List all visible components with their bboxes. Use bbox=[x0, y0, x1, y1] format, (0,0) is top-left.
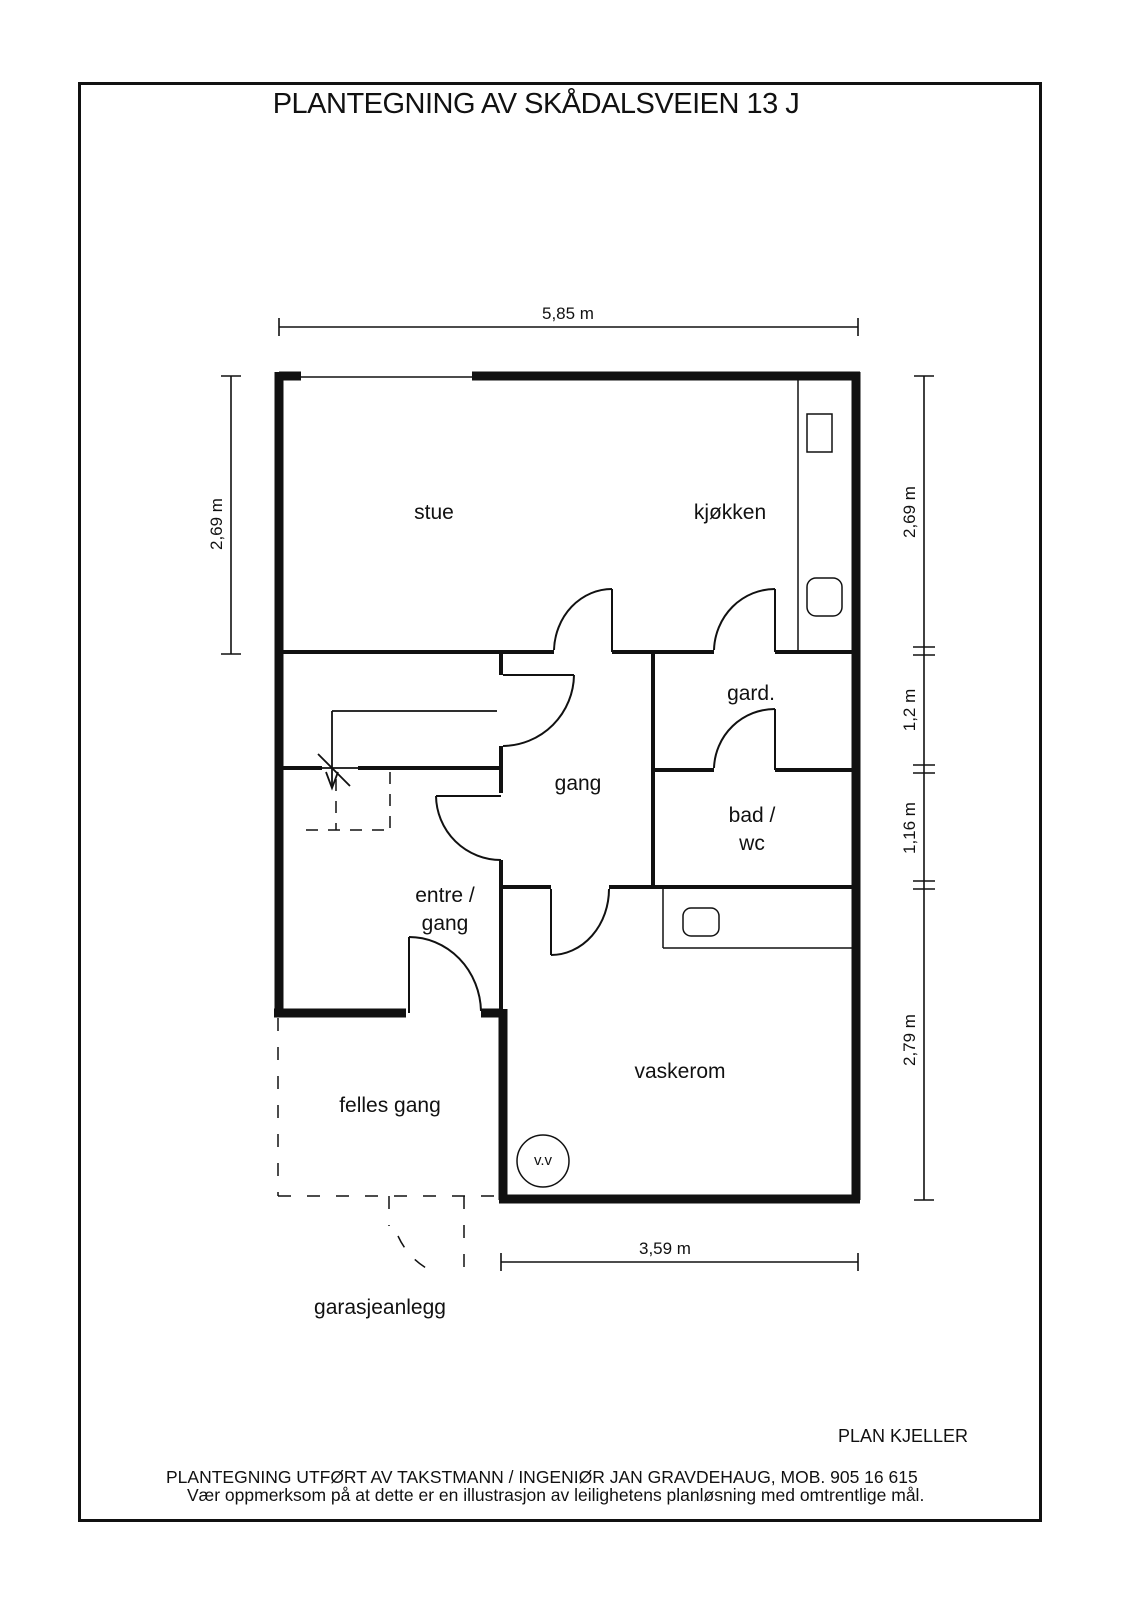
room-label-stue: stue bbox=[414, 501, 454, 524]
room-label-bad-line2: wc bbox=[739, 832, 765, 855]
interior-walls bbox=[283, 650, 853, 1010]
room-label-kjokken: kjøkken bbox=[693, 501, 767, 524]
dim-right-3: 1,16 m bbox=[900, 802, 919, 854]
room-label-felles-gang: felles gang bbox=[339, 1094, 441, 1117]
dim-right-4: 2,79 m bbox=[900, 1014, 919, 1066]
plan-title: PLANTEGNING AV SKÅDALSVEIEN 13 J bbox=[272, 88, 800, 120]
footer-disclaimer: Vær oppmerksom på at dette er en illustr… bbox=[187, 1485, 925, 1505]
outer-walls bbox=[274, 371, 861, 1204]
dim-right-1: 2,69 m bbox=[900, 486, 919, 538]
dimension-lines bbox=[221, 318, 935, 1271]
room-label-entre: entre / gang bbox=[400, 882, 490, 938]
water-heater-icon bbox=[516, 1134, 570, 1188]
stair-arrow bbox=[317, 710, 497, 791]
footer-credit: PLANTEGNING UTFØRT AV TAKSTMANN / INGENI… bbox=[166, 1467, 918, 1487]
dim-top-width: 5,85 m bbox=[542, 304, 594, 323]
room-label-entre-line2: gang bbox=[421, 912, 469, 935]
common-hall-outline bbox=[277, 1018, 495, 1278]
doors bbox=[408, 588, 776, 1013]
drawing-frame bbox=[78, 82, 1042, 1522]
room-label-bad: bad / wc bbox=[712, 802, 792, 858]
plan-name: PLAN KJELLER bbox=[837, 1426, 968, 1446]
room-label-entre-line1: entre / bbox=[415, 884, 475, 907]
room-label-vaskerom: vaskerom bbox=[634, 1060, 726, 1083]
room-label-garasjeanlegg: garasjeanlegg bbox=[314, 1296, 446, 1319]
kitchen-counter bbox=[797, 380, 843, 650]
room-label-bad-line1: bad / bbox=[728, 804, 776, 827]
cupboard-outline bbox=[306, 772, 391, 831]
dim-right-2: 1,2 m bbox=[900, 688, 919, 732]
dim-left-height: 2,69 m bbox=[207, 498, 226, 550]
water-heater-label: v.v bbox=[533, 1152, 553, 1169]
dim-bottom-width: 3,59 m bbox=[639, 1239, 691, 1258]
room-label-gard: gard. bbox=[727, 682, 775, 705]
laundry-counter bbox=[516, 889, 853, 1188]
room-label-gang: gang bbox=[554, 772, 602, 795]
